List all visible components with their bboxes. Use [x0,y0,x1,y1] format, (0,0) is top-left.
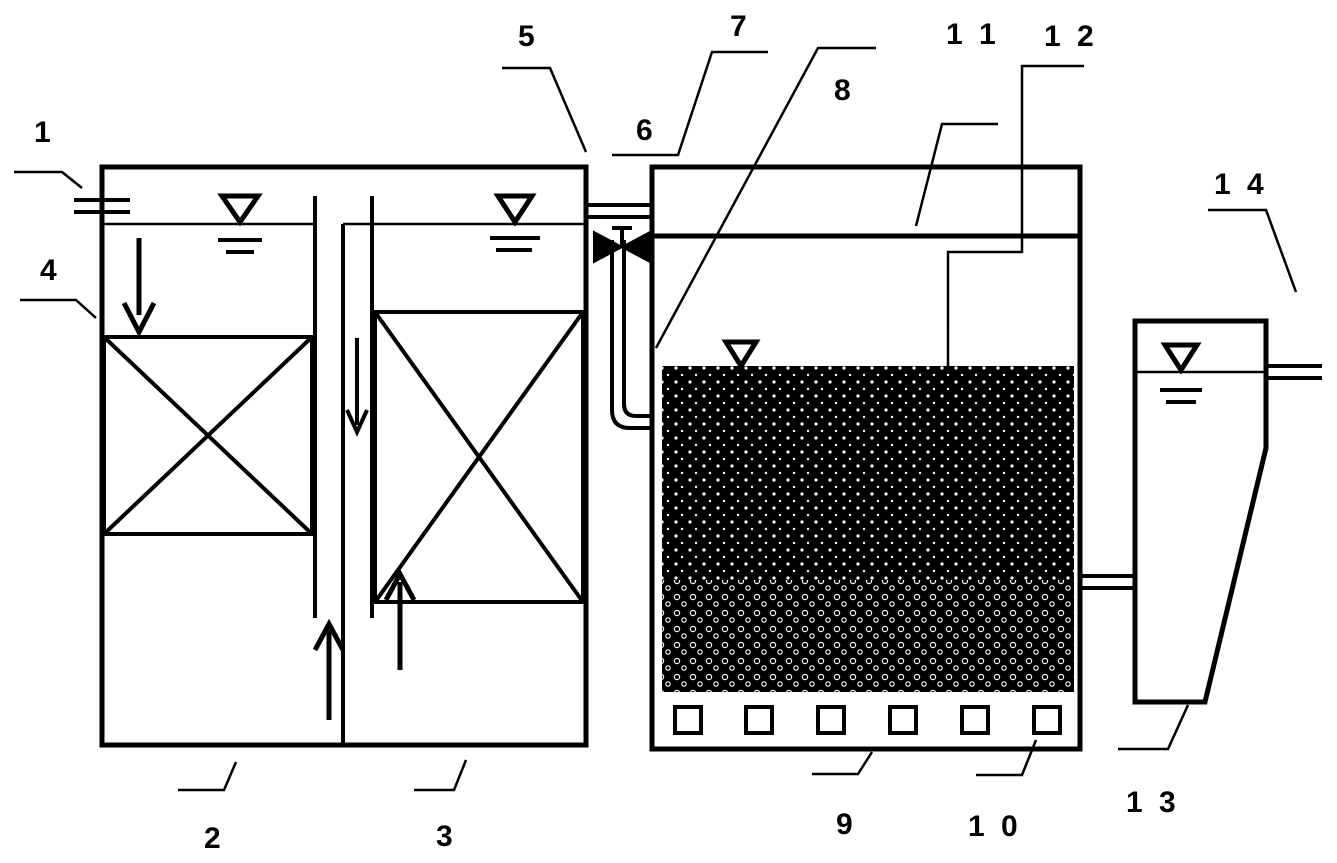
packing-media-left [102,335,314,536]
component-labels: 1 4 2 3 5 6 7 8 9 1 0 1 1 1 2 1 3 1 4 [34,10,1268,855]
label-14: 1 4 [1214,168,1268,201]
inlet-pipe [74,198,130,214]
outlet-pipe [1080,574,1135,590]
filter-tank [649,164,1083,752]
leader-lines [14,46,1298,792]
aeration-units [673,705,1062,735]
flow-arrow-down-middle [345,338,369,437]
label-12: 1 2 [1044,20,1098,53]
label-5: 5 [518,20,539,53]
label-8: 8 [834,74,855,107]
label-4: 4 [40,254,61,287]
filter-media-upper [662,366,1074,580]
filter-media-lower [662,580,1074,692]
label-2: 2 [204,822,225,855]
water-level-symbol-2 [490,193,540,252]
label-9: 9 [836,808,857,841]
packing-media-right [373,310,585,604]
anaerobic-tank [74,164,589,748]
settling-tank [1132,318,1322,705]
label-11: 1 1 [946,18,1000,51]
label-3: 3 [436,820,457,853]
label-7: 7 [730,10,751,43]
label-6: 6 [636,114,657,147]
water-level-symbol-3 [721,339,761,371]
water-level-symbol-1 [217,193,263,254]
label-10: 1 0 [968,810,1022,843]
flow-arrow-up-right [383,568,417,670]
flow-arrow-up-middle [312,618,346,720]
label-13: 1 3 [1126,786,1180,819]
connecting-pipe [586,203,1080,430]
water-level-symbol-4 [1160,342,1202,404]
filter-tank-outline [649,164,1083,752]
flow-arrow-down-left [121,238,157,338]
label-1: 1 [34,116,55,149]
